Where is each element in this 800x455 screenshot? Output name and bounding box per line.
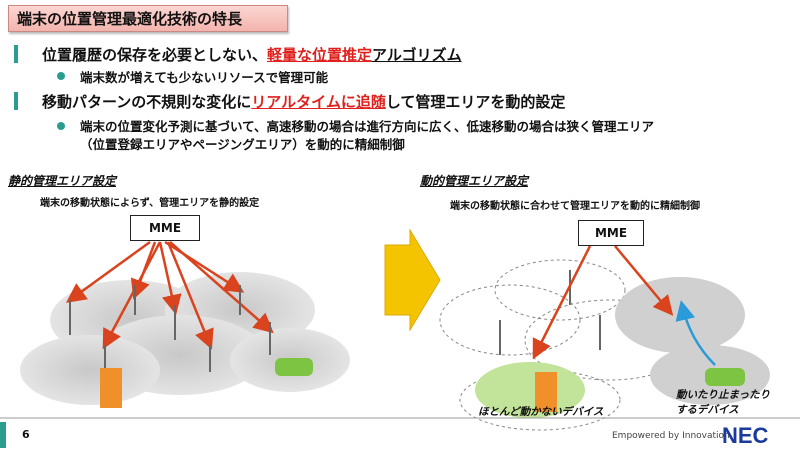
point-1: 位置履歴の保存を必要としない、軽量な位置推定アルゴリズム (42, 44, 462, 65)
car-icon (705, 368, 745, 386)
static-device-area (475, 362, 585, 418)
car-icon (275, 358, 313, 376)
bullet-bar (14, 92, 18, 110)
dynamic-arrow (614, 245, 674, 316)
dynamic-mme-node: MME (578, 220, 644, 246)
point-1-sub: 端末数が増えても少ないリソースで管理可能 (80, 70, 329, 85)
dynamic-arrow (532, 245, 592, 360)
point-2-text: 移動パターンの不規則な変化に (42, 93, 252, 111)
point-1-highlight: 軽量な位置推定 (267, 46, 373, 64)
bullet-dot (57, 122, 65, 130)
point-2: 移動パターンの不規則な変化にリアルタイムに追随して管理エリアを動的設定 (42, 91, 565, 112)
moving-device-label-1: 動いたり止まったり (676, 389, 771, 401)
static-device-label: ほとんど動かないデバイス (478, 406, 604, 418)
static-caption: 端末の移動状態によらず、管理エリアを静的設定 (40, 198, 260, 209)
point-2-highlight: リアルタイムに追随 (251, 93, 386, 111)
vending-machine-icon (535, 372, 557, 412)
nec-logo: NEC (722, 423, 769, 448)
point-2-sub: 端末の位置変化予測に基づいて、高速移動の場合は進行方向に広く、低速移動の場合は狭… (80, 119, 655, 134)
dynamic-heading: 動的管理エリア設定 (420, 174, 529, 188)
page-number: 6 (22, 428, 30, 441)
point-2-post: して管理エリアを動的設定 (385, 93, 566, 111)
dynamic-caption: 端末の移動状態に合わせて管理エリアを動的に精細制御 (450, 201, 700, 212)
static-heading: 静的管理エリア設定 (8, 174, 117, 188)
vending-machine-icon (100, 368, 122, 408)
tagline: Empowered by Innovation (612, 431, 730, 441)
slide-title: 端末の位置管理最適化技術の特長 (8, 5, 288, 32)
static-mme-node: MME (130, 215, 200, 241)
footer-accent (0, 422, 6, 448)
bullet-bar (14, 45, 18, 63)
point-1-post: アルゴリズム (372, 46, 462, 64)
static-arrows (65, 240, 274, 350)
movement-arrow (675, 300, 716, 366)
point-1-text: 位置履歴の保存を必要としない、 (42, 46, 268, 64)
moving-device-label-2: するデバイス (676, 404, 739, 416)
transition-arrow-icon (384, 228, 441, 332)
bullet-dot (57, 72, 65, 80)
static-cells (20, 272, 350, 405)
point-2-sub2: （位置登録エリアやページングエリア）を動的に精細制御 (80, 137, 405, 152)
